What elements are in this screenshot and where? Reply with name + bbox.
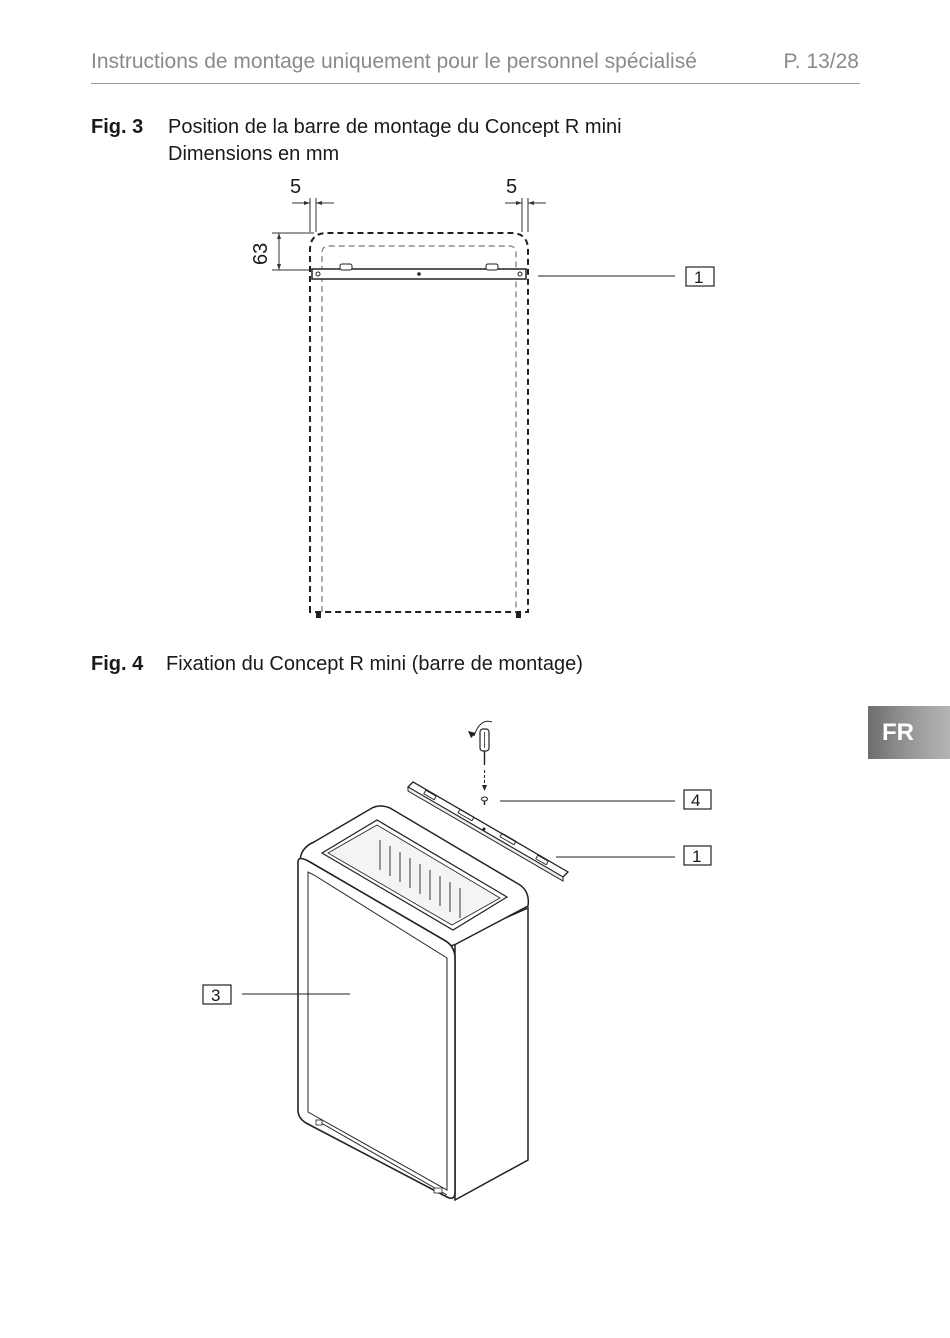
fig3-callout-bar: 1 xyxy=(694,268,703,287)
fig3-subtitle: Dimensions en mm xyxy=(168,143,340,165)
fig4-title: Fixation du Concept R mini (barre de mon… xyxy=(166,653,583,675)
mounting-bar xyxy=(406,781,570,882)
language-tab: FR xyxy=(868,706,950,759)
fig4-callout-bar: 1 xyxy=(692,847,701,866)
page-number: P. 13/28 xyxy=(783,50,859,73)
fig3-title: Position de la barre de montage du Conce… xyxy=(168,116,622,138)
fig3-label: Fig. 3 xyxy=(91,116,144,138)
fig4-callout-screw: 4 xyxy=(691,791,700,810)
fig4-callout-unit: 3 xyxy=(211,986,220,1005)
fig4-label: Fig. 4 xyxy=(91,653,144,675)
heater-unit xyxy=(297,805,530,1202)
screw-icon xyxy=(481,796,488,805)
header-divider xyxy=(91,83,860,84)
screwdriver-icon xyxy=(468,720,493,791)
fig3-dim-left: 5 xyxy=(290,176,301,198)
header-title: Instructions de montage uniquement pour … xyxy=(91,50,697,73)
fig3-dim-right: 5 xyxy=(506,176,517,198)
fig3-dim-height: 63 xyxy=(250,243,272,265)
